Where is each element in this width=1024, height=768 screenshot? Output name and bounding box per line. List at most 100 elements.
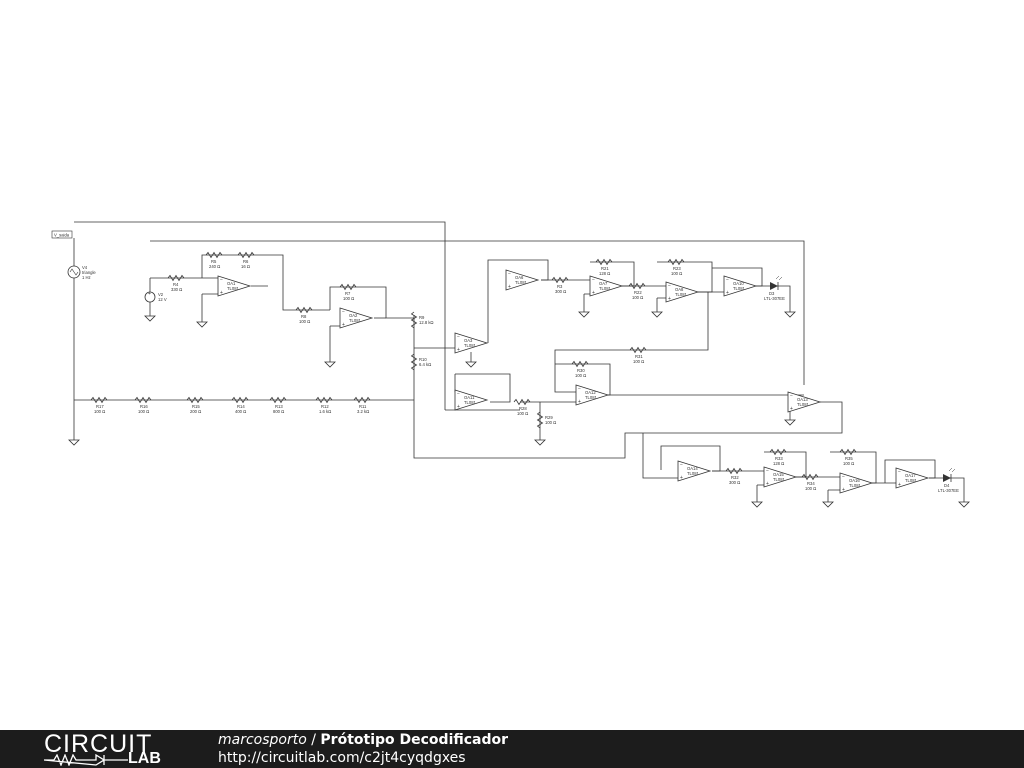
resistor-name: R13 [275,404,283,409]
ac-source-v4[interactable]: V4 triangle 1 Hz [67,265,96,280]
svg-text:−: − [790,393,793,399]
opamp-part: TL081 [797,402,810,407]
svg-text:+: + [508,284,511,290]
resistor-value: 16 Ω [241,264,250,269]
resistor-name: R32 [731,475,739,480]
resistor-name: R9 [419,315,425,320]
opamp-part: TL081 [773,477,786,482]
resistor-value: 100 Ω [633,359,644,364]
resistor-name: R30 [577,368,585,373]
opamp-name: OA11 [464,395,475,400]
author-link[interactable]: marcosporto [218,732,307,748]
opamp-name: OA1 [227,281,236,286]
opamp-name: OA8 [675,287,684,292]
opamp-name: OA3 [464,338,473,343]
resistor-name: R34 [807,481,815,486]
source-freq: 1 Hz [82,275,91,280]
resistor-value: 100 Ω [138,409,149,414]
circuitlab-logo[interactable]: CIRCUIT LAB [44,732,176,767]
opamp-name: OA13 [797,397,808,402]
opamp-part: TL081 [227,286,240,291]
opamp-layer: −+OA1TL081−+OA2TL081−+OA3TL081−+OA6TL081… [217,269,930,494]
svg-text:+: + [148,291,151,297]
resistor-name: R33 [775,456,783,461]
logo-wave-icon [44,754,128,766]
svg-text:+: + [790,406,793,412]
resistor-value: 100 Ω [517,411,528,416]
opamp-part: TL081 [687,471,700,476]
resistor-value: 800 Ω [273,409,284,414]
svg-text:−: − [898,469,901,475]
resistor-name: R4 [173,282,179,287]
source-wave: triangle [82,270,96,275]
resistor-name: R10 [419,357,427,362]
svg-text:+: + [578,399,581,405]
svg-text:−: − [220,277,223,283]
probe-marker[interactable]: V_saida [51,230,73,239]
resistor-name: R21 [601,266,609,271]
source-name: V4 [82,265,88,270]
dc-source-v2[interactable]: + V2 12 V [144,291,167,303]
svg-text:+: + [680,475,683,481]
resistor-value: 100 Ω [545,420,556,425]
circuit-url[interactable]: http://circuitlab.com/c2jt4cyqdgxes [218,750,466,766]
resistor-name: R23 [673,266,681,271]
opamp-part: TL081 [349,318,362,323]
resistor-value: 100 Ω [94,409,105,414]
circuit-title: Prótotipo Decodificador [320,732,509,748]
wiring [73,221,965,502]
resistor-name: R6 [243,259,249,264]
opamp-name: OA2 [349,313,358,318]
resistor-value: 128 Ω [599,271,610,276]
led-d4[interactable]: D4 LTL-307EE [938,467,959,493]
resistor-value: 400 Ω [235,409,246,414]
opamp-name: OA16 [849,478,860,483]
svg-text:+: + [457,347,460,353]
led-d3[interactable]: D3 LTL-307EE [764,275,785,301]
source-name: V2 [158,292,164,297]
svg-text:−: − [668,283,671,289]
svg-text:+: + [766,481,769,487]
opamp-part: TL081 [464,343,477,348]
